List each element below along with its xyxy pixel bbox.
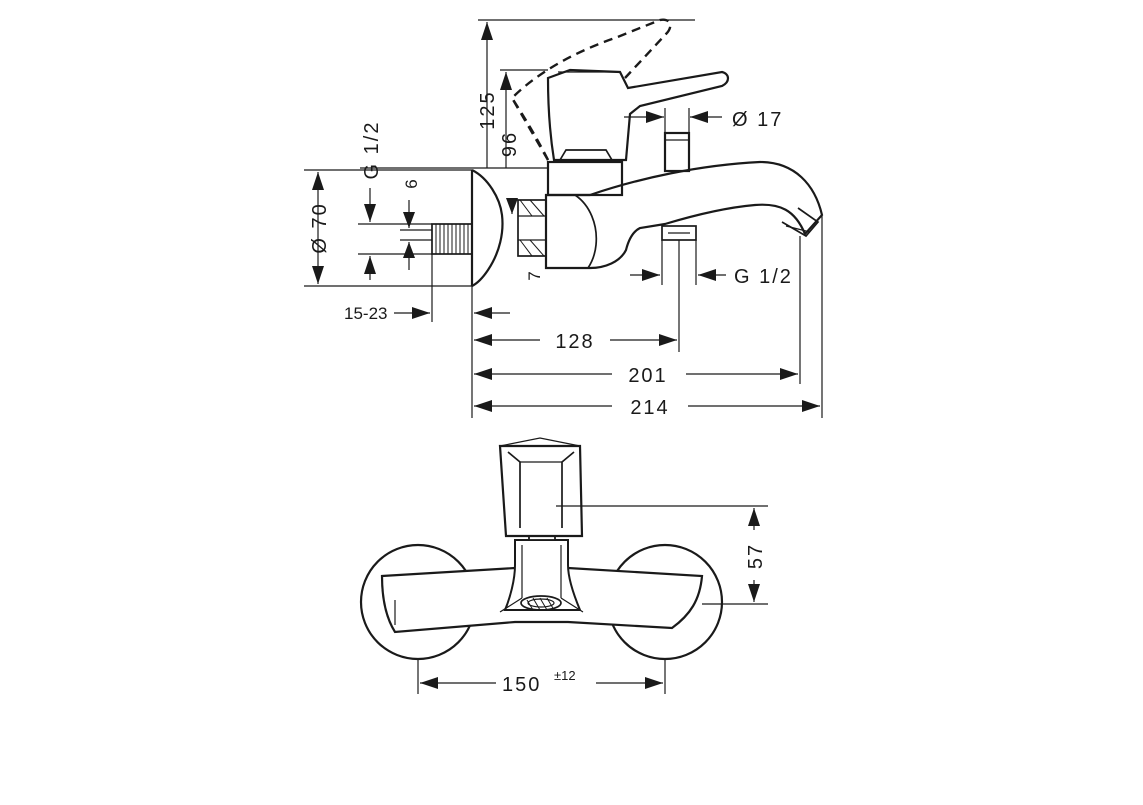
- connection-nut: [517, 199, 547, 257]
- mixer-body-spout: [544, 160, 824, 270]
- dim-57-label: 57: [745, 543, 767, 569]
- dim-96: 96: [499, 69, 548, 168]
- dim-g12-left: G 1/2: [358, 121, 432, 280]
- dim-150: 150 ±12: [417, 660, 666, 696]
- lever-raised-dashed: [510, 18, 672, 161]
- lever-handle: [546, 68, 730, 162]
- dim-g12-right: G 1/2: [630, 240, 793, 288]
- dim-dia70: Ø 70: [304, 169, 472, 287]
- dim-g12-left-label: G 1/2: [361, 121, 383, 180]
- dim-125: 125: [477, 19, 695, 168]
- dim-dia17-label: Ø 17: [732, 109, 783, 131]
- dim-dia17: Ø 17: [624, 108, 783, 133]
- dim-150-label: 150: [502, 674, 541, 696]
- dim-214: 214: [474, 216, 823, 419]
- dim-128-label: 128: [555, 331, 594, 353]
- dim-128: 128: [474, 240, 680, 353]
- dim-150-tolerance: ±12: [554, 668, 576, 683]
- dim-15-23: 15-23: [344, 254, 510, 418]
- front-view: 57 150 ±12: [359, 437, 768, 696]
- cartridge-housing: [546, 149, 624, 197]
- dim-6-label: 6: [402, 179, 421, 188]
- wall-rosette: [470, 169, 504, 287]
- front-lever: [498, 437, 584, 538]
- dim-g12-right-label: G 1/2: [734, 266, 793, 288]
- dim-7-label: 7: [525, 271, 544, 280]
- threaded-connector: [431, 223, 473, 255]
- dim-201: 201: [474, 236, 801, 387]
- dim-201-label: 201: [628, 365, 667, 387]
- diverter-knob: [663, 131, 691, 173]
- dim-214-label: 214: [630, 397, 669, 419]
- dim-57: 57: [556, 505, 768, 605]
- dim-6: 6: [400, 179, 432, 270]
- dim-7: 7: [506, 198, 544, 281]
- dim-15-23-label: 15-23: [344, 304, 387, 323]
- dim-125-label: 125: [477, 90, 499, 129]
- dim-dia70-label: Ø 70: [309, 202, 331, 253]
- dim-96-label: 96: [499, 131, 521, 157]
- side-view: 125 96 Ø 17 Ø 70: [304, 18, 824, 419]
- front-spout: [499, 539, 584, 613]
